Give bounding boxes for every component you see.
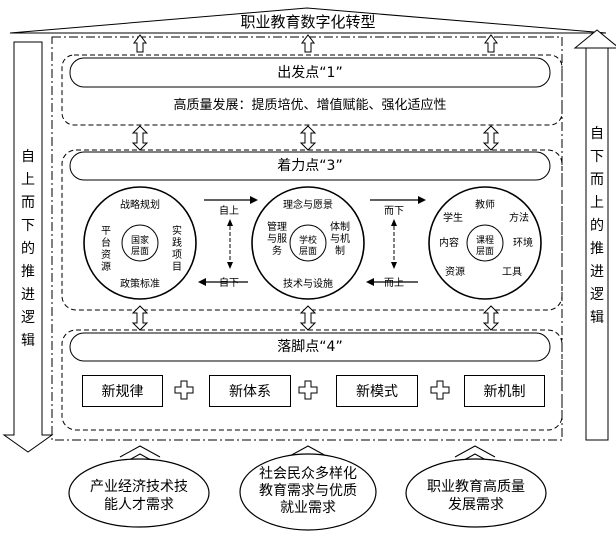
start-point-heading: 出发点“1” — [277, 65, 343, 81]
left-logic-label: 自上而下的推进逻辑 — [21, 149, 35, 349]
national-circle — [83, 186, 197, 300]
start-point-description: 高质量发展：提质培优、增值赋能、强化适应性 — [173, 98, 447, 113]
national-right-label: 实践项目 — [172, 226, 182, 273]
flow-label-bottom-up-2: 而上 — [384, 278, 404, 289]
national-center-circle — [121, 224, 159, 262]
demand-oval-industry — [68, 458, 210, 528]
school-center-circle — [289, 224, 327, 262]
landing-item-new-law: 新规律 — [82, 375, 163, 407]
school-top-label: 理念与愿景 — [283, 200, 333, 211]
national-bottom-label: 政策标准 — [120, 279, 160, 290]
left-logic-arrow — [2, 41, 54, 453]
landing-item-new-mechanism: 新机制 — [464, 375, 545, 407]
national-left-label: 平台资源 — [101, 226, 111, 273]
double-arrow-icon — [131, 125, 500, 151]
flow-label-top-down-2: 自下 — [219, 278, 239, 289]
school-bottom-label: 技术与设施 — [283, 279, 333, 290]
national-top-label: 战略规划 — [120, 200, 160, 211]
double-arrow-icon — [131, 305, 500, 331]
start-point-pill — [69, 57, 551, 88]
classroom-lower-right-label: 工具 — [502, 267, 522, 278]
landing-point-frame — [61, 329, 563, 431]
classroom-upper-right-label: 方法 — [509, 213, 529, 224]
diagram-title: 职业教育数字化转型 — [240, 13, 376, 31]
demand-label-industry: 产业经济技术技能人才需求 — [90, 479, 188, 513]
demand-oval-vocational — [405, 458, 547, 528]
focus-point-pill — [69, 151, 551, 181]
double-arrow-icon — [133, 34, 498, 53]
classroom-left-label: 内容 — [439, 238, 459, 249]
right-logic-label: 自下而上的推进逻辑 — [590, 126, 604, 326]
landing-point-heading: 落脚点“4” — [277, 339, 343, 355]
classroom-center-label: 课程层面 — [475, 236, 494, 257]
flow-label-top-down-1: 自上 — [219, 206, 239, 217]
landing-item-new-mode: 新模式 — [336, 375, 418, 407]
school-left-label: 管理与服务 — [267, 222, 287, 257]
flow-label-bottom-up-1: 而下 — [384, 206, 404, 217]
school-circle — [251, 186, 365, 300]
landing-item-new-system: 新体系 — [209, 375, 291, 407]
classroom-top-label: 教师 — [475, 200, 495, 211]
school-center-label: 学校层面 — [298, 236, 317, 257]
school-right-label: 体制与机制 — [330, 222, 350, 257]
landing-point-pill — [69, 332, 551, 362]
demand-oval-society — [239, 453, 377, 531]
national-center-label: 国家层面 — [130, 236, 149, 257]
classroom-upper-left-label: 学生 — [443, 213, 463, 224]
classroom-right-label: 环境 — [513, 238, 533, 249]
focus-point-heading: 着力点“3” — [277, 158, 343, 174]
plus-icon — [298, 380, 318, 400]
right-logic-arrowhead — [573, 29, 616, 49]
classroom-lower-left-label: 资源 — [445, 267, 465, 278]
demand-label-society: 社会民众多样化教育需求与优质就业需求 — [259, 466, 357, 516]
demand-label-vocational: 职业教育高质量发展需求 — [427, 479, 525, 513]
classroom-circle — [428, 186, 542, 300]
classroom-center-circle — [466, 224, 504, 262]
plus-icon — [430, 380, 450, 400]
plus-icon — [174, 380, 194, 400]
